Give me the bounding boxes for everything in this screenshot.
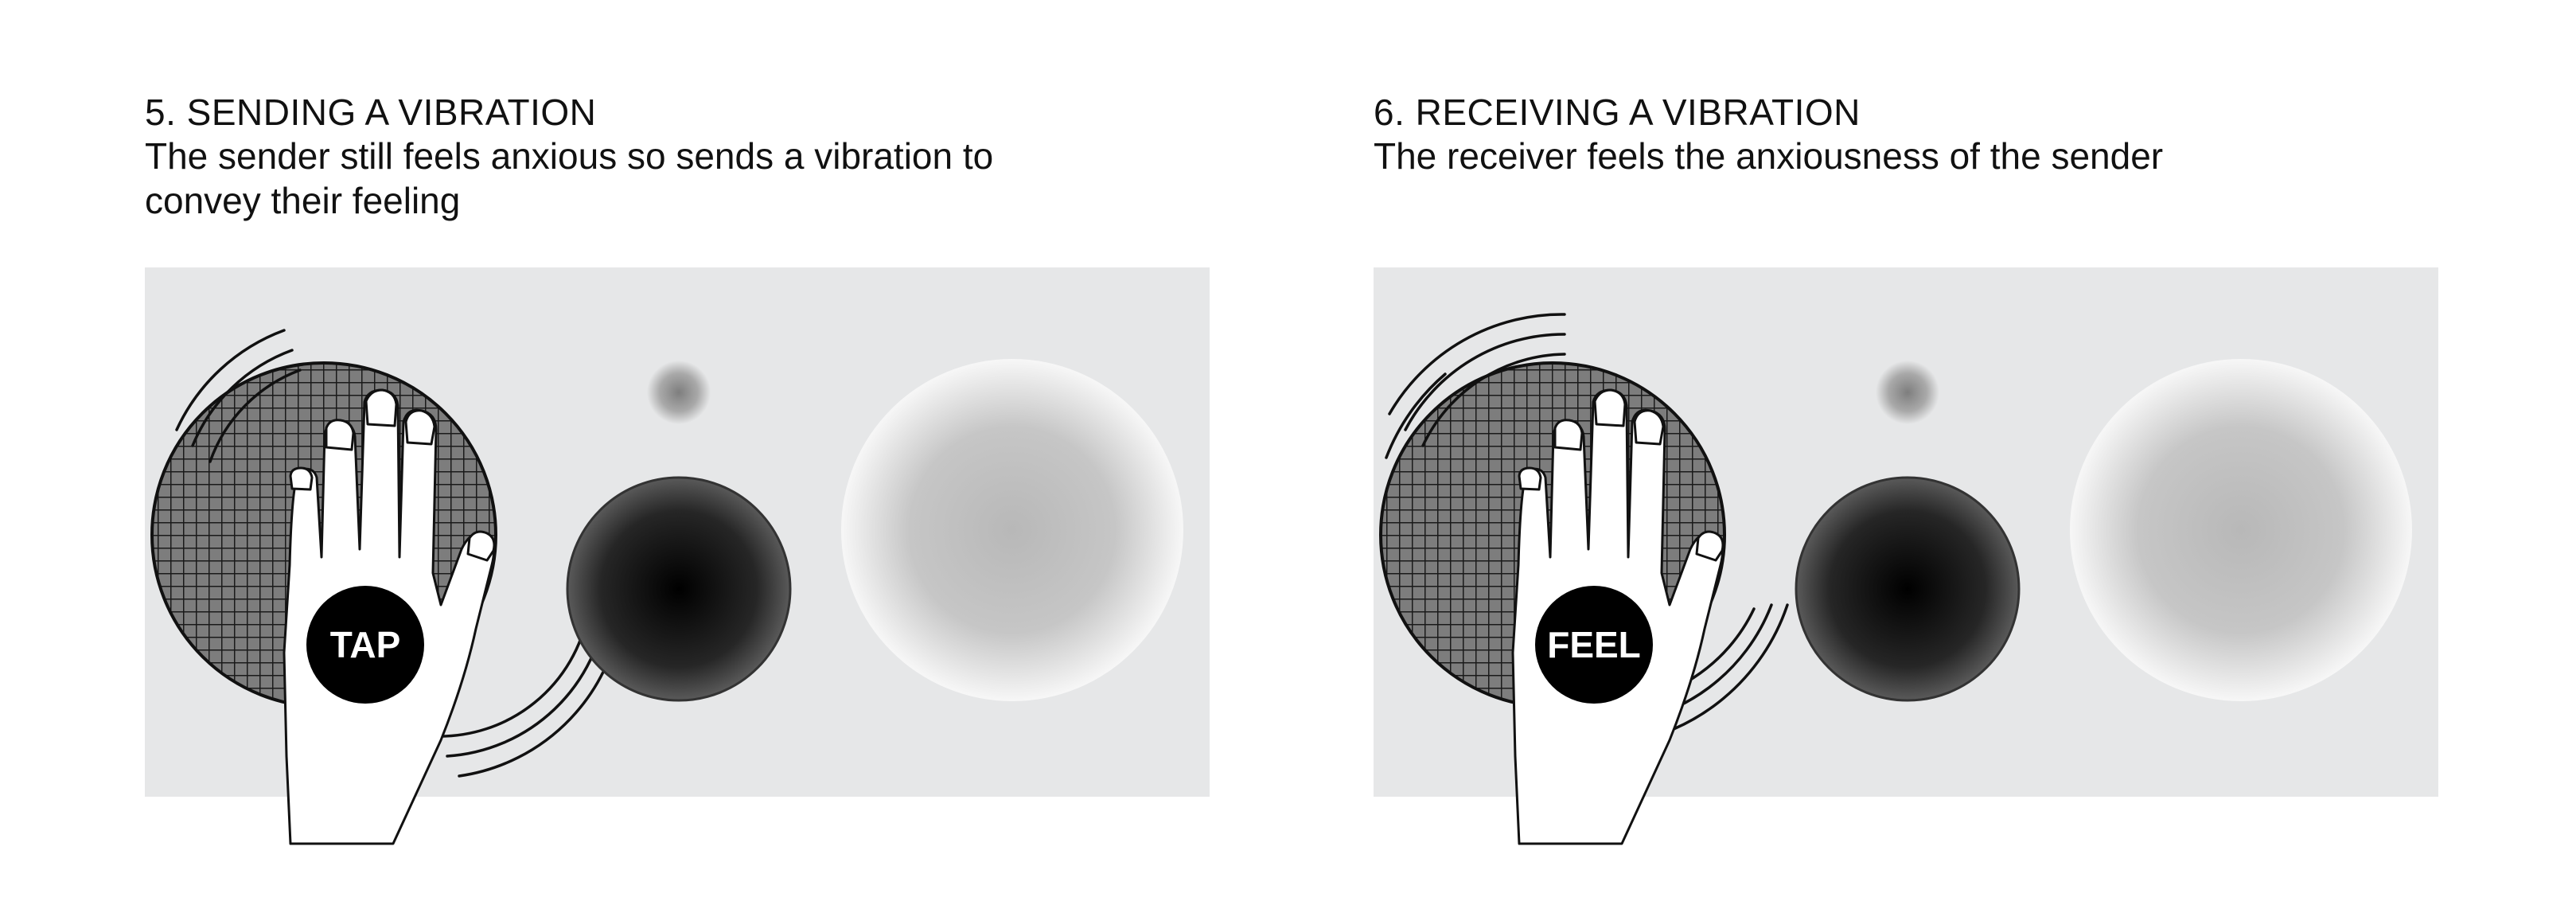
tap-badge-label: TAP: [330, 624, 401, 665]
device-illustration: FEEL: [1374, 267, 2438, 845]
step-heading: 6. RECEIVING A VIBRATION: [1374, 92, 1861, 133]
light-dome: [841, 359, 1183, 701]
control-knob: [1795, 476, 2021, 702]
step-description: The receiver feels the anxiousness of th…: [1374, 135, 2164, 177]
tap-badge: [306, 586, 424, 704]
step-description: The sender still feels anxious so sends …: [145, 135, 994, 222]
step-panel-receiving: 6. RECEIVING A VIBRATION The receiver fe…: [1374, 0, 2488, 897]
indicator-light-icon: [647, 361, 711, 424]
feel-badge: [1535, 586, 1653, 704]
feel-badge-label: FEEL: [1547, 624, 1641, 665]
control-knob: [566, 476, 792, 702]
device-illustration: TAP: [145, 267, 1210, 845]
indicator-light-icon: [1876, 361, 1939, 424]
light-dome: [2070, 359, 2412, 701]
step-panel-sending: 5. SENDING A VIBRATION The sender still …: [145, 0, 1259, 897]
step-heading: 5. SENDING A VIBRATION: [145, 92, 597, 133]
